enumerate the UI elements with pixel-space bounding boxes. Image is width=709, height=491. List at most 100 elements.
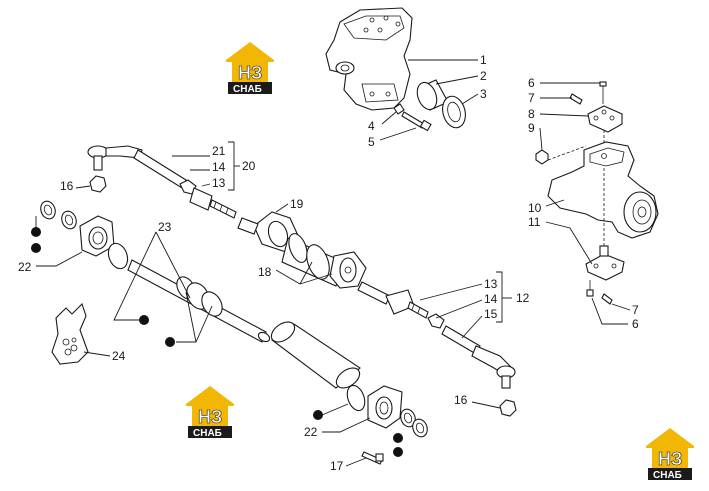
logo-sub-text: СНАБ xyxy=(233,84,262,95)
leader-6b xyxy=(591,297,628,325)
callout-19: 19 xyxy=(290,197,304,211)
leader-dot xyxy=(321,403,349,416)
logo-bottom-right: НЗ СНАБ xyxy=(646,428,694,481)
seal-ring-3 xyxy=(442,95,466,129)
callout-18: 18 xyxy=(258,265,272,279)
callout-12: 12 xyxy=(516,291,530,305)
logo-main-text: НЗ xyxy=(238,63,262,83)
callout-9: 9 xyxy=(528,121,535,135)
lower-pin-7 xyxy=(601,293,613,305)
leader-9 xyxy=(539,127,543,151)
axis-line xyxy=(547,145,587,161)
leader-15 xyxy=(461,315,483,339)
leader-2 xyxy=(435,75,479,85)
bolt-5 xyxy=(401,111,432,132)
leader-17 xyxy=(345,457,367,467)
seal-rings-lower xyxy=(400,408,428,438)
callout-2: 2 xyxy=(480,69,487,83)
piston-rod-23 xyxy=(127,259,271,343)
callout-6: 6 xyxy=(528,76,535,90)
leader-10 xyxy=(545,199,565,207)
callout-5: 5 xyxy=(368,135,375,149)
leader-22a xyxy=(36,251,83,267)
callout-11: 11 xyxy=(528,215,541,229)
cylinder-rod-end-19 xyxy=(237,217,259,235)
callout-14: 14 xyxy=(212,160,226,174)
logo-sub-box xyxy=(188,426,232,438)
callout-7-lower: 7 xyxy=(632,303,639,317)
knuckle-upper-bolt-6 xyxy=(599,81,607,104)
leader-13a xyxy=(201,183,211,187)
leader-16a xyxy=(75,185,91,189)
callout-13: 13 xyxy=(212,176,226,190)
callout-13-right: 13 xyxy=(484,277,498,291)
leader-24 xyxy=(83,351,111,357)
callout-24: 24 xyxy=(112,349,126,363)
o-ring-lower xyxy=(346,384,366,412)
flange-22-left xyxy=(79,215,115,257)
bolt-17 xyxy=(361,451,384,465)
leader-22b xyxy=(322,417,371,433)
nut-16-left xyxy=(89,175,107,193)
logo-sub-box xyxy=(228,82,272,94)
marker-dot xyxy=(393,447,403,457)
rod-end-13-left xyxy=(189,187,237,219)
callout-7: 7 xyxy=(528,91,535,105)
logo-main-text: НЗ xyxy=(198,407,222,427)
rod-right-side xyxy=(357,281,391,305)
logo-main-text: НЗ xyxy=(658,449,682,469)
leader-18b xyxy=(299,273,333,285)
washer-nut-4 xyxy=(393,103,405,115)
leader-19 xyxy=(275,203,289,213)
knuckle-upper-pin-7 xyxy=(569,93,583,105)
logo-roof xyxy=(226,42,274,62)
leader-11 xyxy=(545,221,593,265)
lower-bolt-6 xyxy=(586,280,594,297)
leader-14b xyxy=(435,299,483,319)
parts-bag-24 xyxy=(51,302,89,365)
callout-22-lower: 22 xyxy=(304,425,318,439)
leader-4 xyxy=(381,111,397,125)
callout-23: 23 xyxy=(158,220,172,234)
axle-housing xyxy=(325,7,413,111)
callout-4: 4 xyxy=(368,119,375,133)
logo-body xyxy=(652,444,688,468)
nut-16-right xyxy=(499,399,517,417)
marker-dot xyxy=(313,410,323,420)
callout-20: 20 xyxy=(242,159,256,173)
marker-dot xyxy=(31,243,41,253)
flange-22-lower xyxy=(367,385,403,429)
callout-3: 3 xyxy=(480,87,487,101)
leader-8 xyxy=(539,113,589,117)
leader-5 xyxy=(379,127,417,141)
tie-rod-end-right xyxy=(471,345,516,389)
logo-body xyxy=(232,58,268,82)
bracket-20 xyxy=(228,141,235,191)
marker-dot xyxy=(393,433,403,443)
callout-15: 15 xyxy=(484,307,498,321)
marker-dot xyxy=(165,337,175,347)
callout-17: 17 xyxy=(330,459,344,473)
leader-7b xyxy=(611,303,631,311)
leader-23a xyxy=(113,231,157,321)
cylinder-barrel xyxy=(270,321,361,389)
callout-10: 10 xyxy=(528,201,542,215)
upper-cap-8 xyxy=(587,105,623,133)
leader-13b xyxy=(419,283,483,301)
o-ring-23-a xyxy=(107,242,129,270)
marker-dot xyxy=(139,315,149,325)
logo-body xyxy=(192,402,228,426)
callout-1: 1 xyxy=(480,53,487,67)
callout-16-right: 16 xyxy=(454,393,468,407)
rod-end-13-right xyxy=(385,289,429,319)
logo-sub-box xyxy=(648,468,692,480)
cylinder-tube-18 xyxy=(253,211,367,289)
callout-14-right: 14 xyxy=(484,292,498,306)
bracket-12 xyxy=(496,271,503,323)
callout-21: 21 xyxy=(212,144,226,158)
seal-ring-left-b xyxy=(61,210,77,230)
leader-23b xyxy=(155,231,191,299)
callout-6-lower: 6 xyxy=(632,317,639,331)
lower-cap-11 xyxy=(585,245,625,281)
